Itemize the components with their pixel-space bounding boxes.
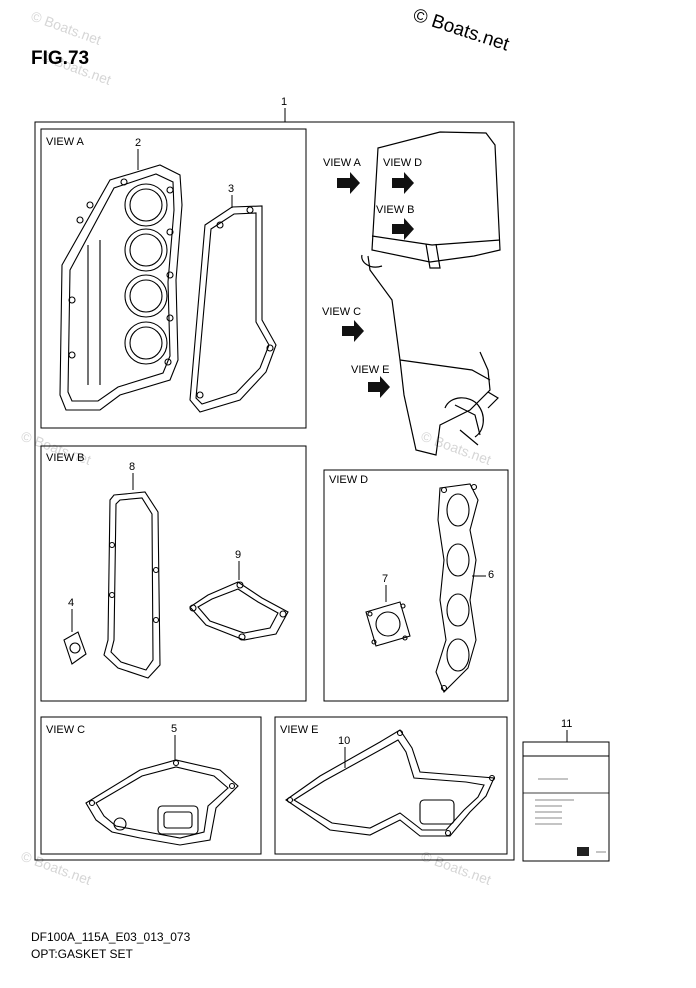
callout-view-b: VIEW B (376, 204, 415, 216)
view-a-label: VIEW A (46, 136, 85, 148)
view-d-label: VIEW D (329, 474, 368, 486)
part-number-9: 9 (235, 549, 241, 561)
callout-view-a: VIEW A (323, 157, 362, 169)
arrow-icon (368, 376, 390, 398)
manual-logo-icon (577, 847, 589, 856)
watermark: © Boats.net (29, 8, 104, 48)
part-number-3: 3 (228, 183, 234, 195)
callout-view-c: VIEW C (322, 306, 361, 318)
part-number-5: 5 (171, 723, 177, 735)
figure-title: FIG.73 (31, 48, 89, 69)
outboard-engine-drawing (361, 131, 501, 456)
part-number-10: 10 (338, 735, 350, 747)
diagram-code: DF100A_115A_E03_013_073 (31, 930, 191, 944)
arrow-icon (392, 172, 414, 194)
head-gasket-drawing (59, 164, 183, 411)
part-number-7: 7 (382, 573, 388, 585)
part-number-2: 2 (135, 137, 141, 149)
manifold-gasket-drawing (435, 483, 479, 693)
diagram-description: OPT:GASKET SET (31, 947, 133, 961)
manual-text-lines (535, 778, 606, 853)
long-gasket-drawing (103, 491, 161, 679)
copyright-text: © Boats.net (410, 5, 512, 56)
view-b-label: VIEW B (46, 452, 85, 464)
view-d-panel: VIEW D 6 7 (323, 469, 509, 702)
kit-frame (34, 121, 515, 861)
view-c-panel: VIEW C 5 (40, 716, 262, 855)
owners-manual-drawing: 11 (522, 718, 610, 862)
oil-pan-gasket-drawing (85, 759, 239, 846)
view-c-label: VIEW C (46, 724, 85, 736)
callout-view-d: VIEW D (383, 157, 422, 169)
watermark-layer: © Boats.net © Boats.net © Boats.net © Bo… (19, 8, 494, 888)
arrow-icon (342, 320, 364, 342)
part-number-1: 1 (281, 96, 287, 108)
callout-view-e: VIEW E (351, 364, 390, 376)
part-number-11: 11 (561, 718, 572, 730)
part-number-4: 4 (68, 597, 74, 609)
view-b-panel: VIEW B 8 9 4 (40, 445, 307, 702)
view-e-label: VIEW E (280, 724, 319, 736)
thermostat-gasket-drawing (189, 581, 289, 641)
arrow-icon (337, 172, 360, 194)
view-e-panel: VIEW E 10 (274, 716, 508, 855)
throttle-gasket-drawing (365, 601, 411, 647)
lower-gasket-drawing (285, 729, 496, 837)
view-a-panel: VIEW A 2 3 (40, 128, 307, 429)
watermark: © Boats.net (419, 428, 494, 468)
engine-callouts: VIEW A VIEW D VIEW B VIEW C VIEW E (322, 157, 422, 398)
arrow-icon (392, 218, 414, 240)
cover-gasket-drawing (189, 205, 277, 413)
small-gasket-drawing (63, 631, 87, 665)
part-number-8: 8 (129, 461, 135, 473)
part-number-6: 6 (488, 569, 494, 581)
